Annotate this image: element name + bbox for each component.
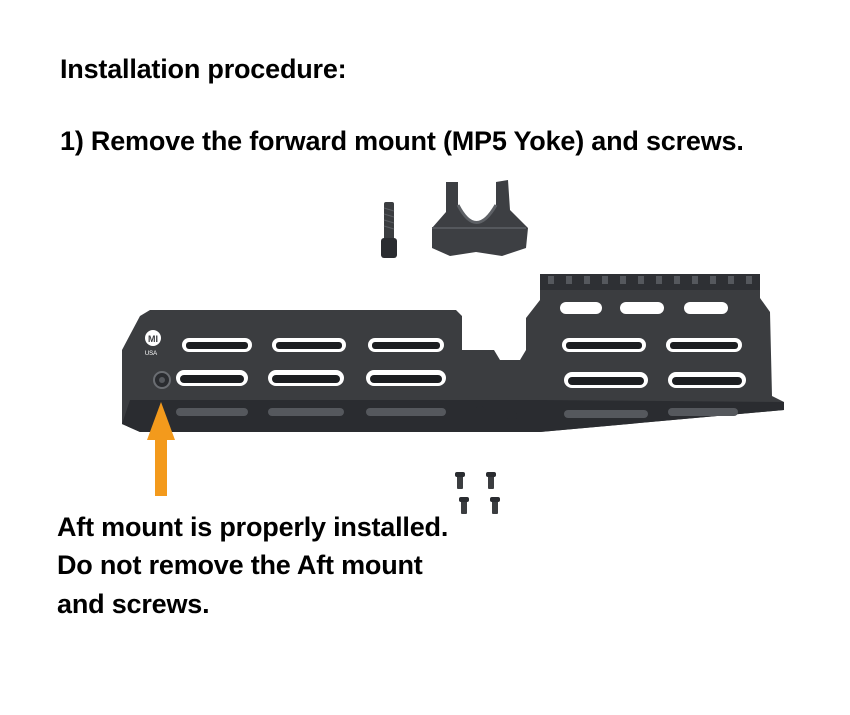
aft-mount-note-line-3: and screws. bbox=[57, 589, 210, 619]
step-1-instruction: 1) Remove the forward mount (MP5 Yoke) a… bbox=[60, 126, 744, 156]
aft-mount-note-line-1: Aft mount is properly installed. bbox=[57, 512, 449, 542]
handguard-body bbox=[122, 274, 784, 432]
mp5-yoke-mount bbox=[432, 180, 528, 256]
brand-logo: MI USA bbox=[145, 330, 161, 357]
page-title: Installation procedure: bbox=[60, 54, 347, 84]
small-screws bbox=[455, 472, 500, 514]
arrow-up-icon bbox=[147, 402, 175, 496]
aft-mount-note-line-2: Do not remove the Aft mount bbox=[57, 550, 423, 580]
logo-mark: MI bbox=[148, 334, 158, 344]
logo-sub: USA bbox=[145, 351, 157, 357]
forward-mount-screw bbox=[381, 202, 397, 258]
